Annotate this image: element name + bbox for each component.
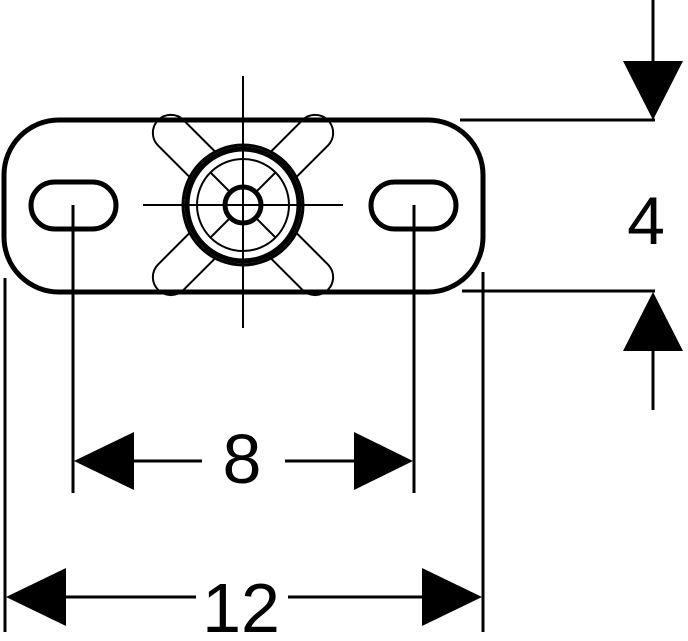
extension-lines-8 [71,205,416,493]
height-label: 4 [627,183,665,259]
hole-spacing-label: 8 [223,420,262,498]
overall-length-label: 12 [202,569,280,641]
dimension-4: 4 [623,0,683,410]
dimension-8: 8 [74,420,413,498]
center-lines [143,76,343,328]
extension-lines-4 [460,118,655,293]
dimension-12: 12 [6,568,482,641]
extension-lines-12 [3,272,485,632]
